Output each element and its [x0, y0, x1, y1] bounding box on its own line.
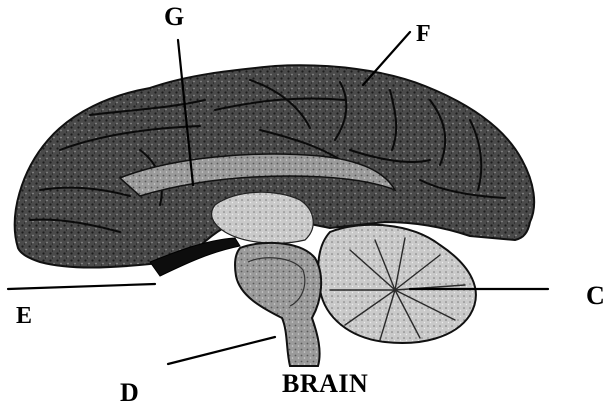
diagram-caption: BRAIN [282, 371, 368, 397]
cerebellum [318, 225, 476, 343]
thalamus [212, 192, 314, 243]
label-c: C [586, 283, 605, 309]
leader-line-e [8, 284, 155, 289]
brainstem [235, 243, 321, 366]
label-f: F [416, 22, 431, 46]
label-g: G [164, 4, 184, 30]
label-d: D [120, 380, 139, 406]
label-e: E [16, 304, 32, 328]
leader-line-d [168, 337, 275, 364]
